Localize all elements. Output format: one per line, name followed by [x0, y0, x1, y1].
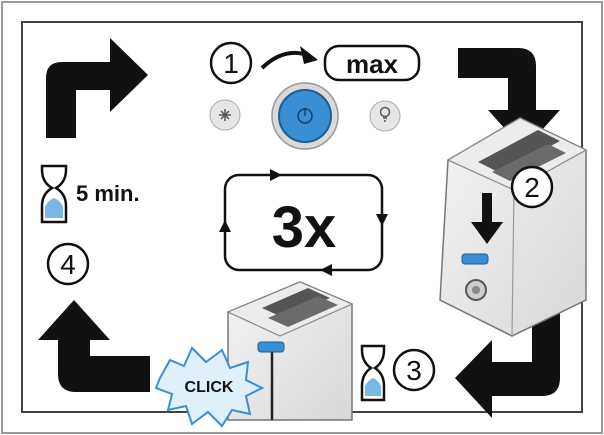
- step-1-number: 1: [223, 48, 239, 79]
- arrow-bottom-right: [455, 298, 560, 418]
- repeat-loop-group: 3x: [219, 169, 388, 276]
- click-burst: CLICK: [154, 346, 265, 428]
- step-4-badge: [46, 242, 90, 286]
- click-label: CLICK: [185, 379, 234, 396]
- step-4-number: 4: [60, 249, 76, 280]
- hourglass-icon: [360, 344, 386, 402]
- step-2-badge: [510, 165, 554, 209]
- wait-time-label: 5 min.: [76, 181, 140, 206]
- repeat-count-label: 3x: [272, 195, 337, 260]
- arrow-bottom-left: [38, 300, 150, 392]
- hourglass-icon: [40, 164, 68, 224]
- wait-5-min-group: 5 min.: [40, 164, 140, 224]
- lever-handle-raised[interactable]: [257, 341, 285, 353]
- snowflake-icon: [219, 109, 231, 121]
- bulb-icon: [379, 106, 391, 122]
- step-1-badge: [209, 41, 253, 85]
- push-down-arrow: [471, 193, 503, 244]
- step-2-number: 2: [524, 172, 540, 203]
- arrow-top-left: [46, 38, 148, 138]
- click-starburst: [154, 346, 265, 428]
- step-3-badge: [392, 348, 436, 392]
- turn-arrow-head: [300, 46, 318, 64]
- step-3-group: 3: [360, 344, 436, 402]
- step-3-number: 3: [406, 355, 422, 386]
- max-setting-box: [323, 44, 421, 82]
- lever-handle[interactable]: [461, 253, 489, 265]
- step-1-group: 1 max: [209, 41, 421, 150]
- step-2-toaster: 2: [439, 117, 588, 337]
- max-setting-label: max: [346, 49, 399, 79]
